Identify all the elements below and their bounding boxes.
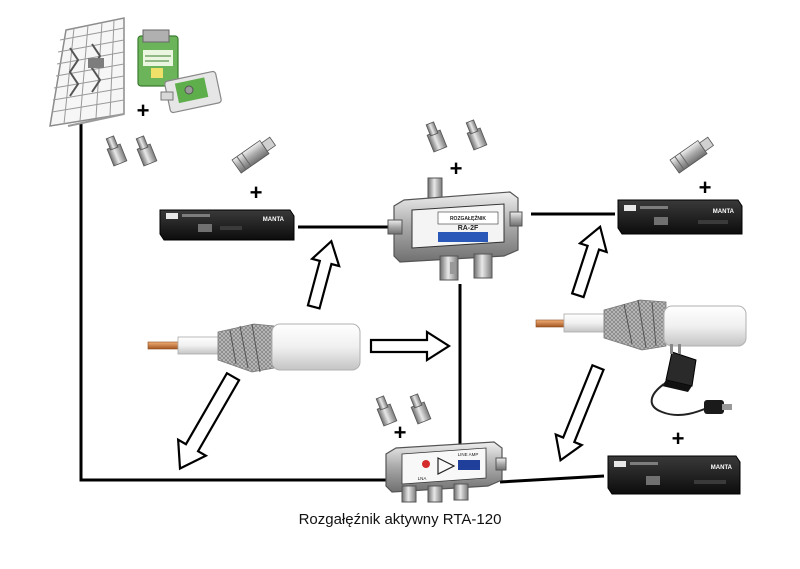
arrow-icon xyxy=(176,371,241,471)
coax-cable-icon xyxy=(535,299,747,351)
plus-sign: + xyxy=(450,156,463,181)
coax-plug-icon xyxy=(231,136,277,174)
plus-sign: + xyxy=(394,420,407,445)
coax-cable-icon xyxy=(147,323,361,373)
wire-antenna-to-amplifier xyxy=(79,124,389,482)
antenna-icon xyxy=(49,17,125,127)
wire-amplifier-to-receiver xyxy=(499,474,605,484)
amplifier-label-main: LINE AMP xyxy=(458,452,479,457)
coax-plug-icon xyxy=(669,136,715,174)
plus-sign: + xyxy=(250,180,263,205)
receiver-brand: MANTA xyxy=(263,217,285,223)
arrow-icon xyxy=(570,224,609,299)
arrow-icon xyxy=(306,239,341,310)
amplifier-label-sub: LNA xyxy=(418,476,427,481)
receiver-brand: MANTA xyxy=(711,465,733,471)
diagram-caption: Rozgałęźnik aktywny RTA-120 xyxy=(298,511,502,528)
receiver-icon: MANTA xyxy=(607,455,741,495)
f-connector-icon xyxy=(425,119,488,153)
splitter-model-label: RA-2F xyxy=(458,225,479,232)
plus-sign: + xyxy=(137,98,150,123)
receiver-icon: MANTA xyxy=(159,209,295,241)
plus-sign: + xyxy=(699,175,712,200)
plus-sign: + xyxy=(672,426,685,451)
f-connector-icon xyxy=(375,393,432,427)
arrow-icon xyxy=(369,329,452,363)
receiver-icon: MANTA xyxy=(617,199,743,235)
power-supply-icon xyxy=(650,344,732,416)
splitter-icon: ROZGAŁĘŹNIK RA-2F xyxy=(387,177,523,281)
receiver-brand: MANTA xyxy=(713,209,735,215)
splitter-brand-label: ROZGAŁĘŹNIK xyxy=(450,214,486,222)
preamp-icon xyxy=(137,29,222,114)
amplifier-icon: LINE AMP LNA xyxy=(385,441,507,503)
f-connector-icon xyxy=(105,135,158,167)
arrow-icon xyxy=(554,363,605,463)
